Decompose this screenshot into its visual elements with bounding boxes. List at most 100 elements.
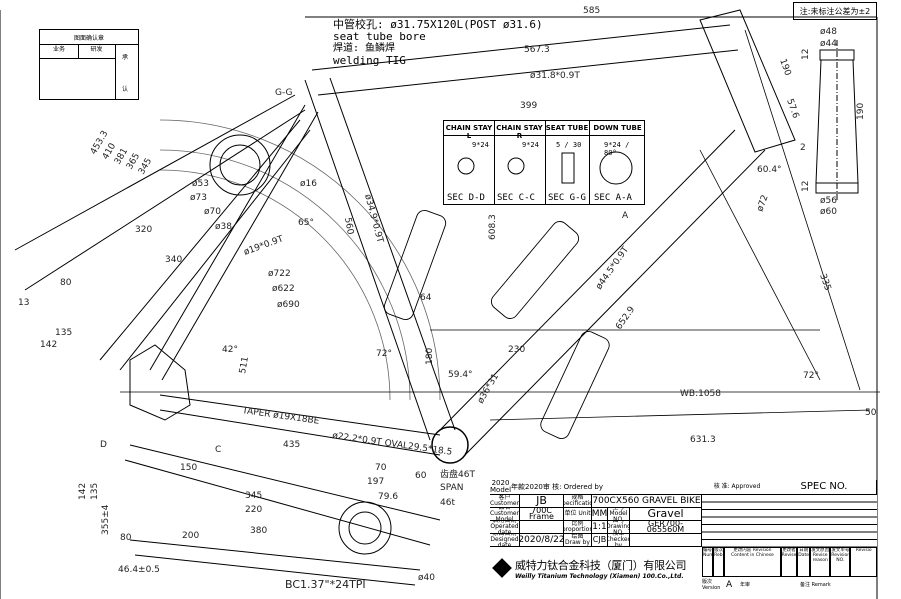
drawby-label: 绘图 Draw by	[564, 534, 592, 547]
dim-label: 320	[135, 225, 152, 235]
section-title: SEAT TUBE	[545, 124, 589, 132]
proportion-label: 比例 proportion	[564, 521, 592, 534]
section-label: SEC D-D	[447, 193, 485, 203]
unit-value: MM	[592, 508, 608, 521]
section-spec: 5 / 30	[556, 141, 582, 149]
customer-value: JB	[520, 495, 564, 508]
confirm-col-rnd: 研发	[78, 44, 116, 59]
spec-value: 700CX560 GRAVEL BIKE	[592, 495, 702, 508]
dim-label: 355±4	[101, 504, 111, 535]
remark-label: 备注 Remark	[800, 582, 831, 588]
dim-label: 72°	[803, 371, 819, 381]
version-value: A	[726, 579, 733, 590]
dim-label: 72°	[376, 349, 392, 359]
dim-label: ø38	[215, 222, 232, 232]
dim-label: ø72	[755, 194, 770, 213]
confirm-col-approve-1: 承	[122, 54, 129, 61]
dim-label: 齿盘46T	[440, 468, 475, 480]
dim-label: 142	[78, 483, 88, 500]
dim-label: 190	[777, 58, 792, 78]
rev-header: Revisio	[850, 547, 877, 577]
checked-value	[630, 534, 702, 547]
top-tube	[311, 24, 739, 96]
spec-no-label: SPEC NO.	[772, 480, 877, 495]
section-spec: 9*24	[522, 141, 539, 149]
dim-label: G-G	[275, 88, 293, 98]
title-block: 2020 Model 年款 2020 审 核: Ordered by 核 准: …	[490, 480, 877, 599]
product-value: 700C Frame	[520, 508, 564, 521]
dim-label: 560	[342, 217, 355, 236]
dim-label: 46.4±0.5	[118, 565, 160, 575]
dim-label: ø31.8*0.9T	[530, 71, 580, 81]
operated-label: 启用日期 Operated date	[490, 521, 520, 534]
model-year-value: 2020	[525, 482, 543, 491]
rev-header: 编号 Number	[702, 547, 714, 577]
dim-label: A	[622, 211, 629, 221]
dim-label: 585	[583, 6, 600, 16]
head-tube-length: 190	[856, 103, 866, 120]
dim-label: BC1.37"*24TPI	[285, 578, 366, 591]
spec-label: 规格 Specification	[564, 495, 592, 508]
version-label: 版次 Version	[702, 579, 721, 591]
ordered-by-label: 审 核: Ordered by	[542, 482, 603, 491]
rear-dropout	[129, 344, 191, 421]
dim-label: 567.3	[524, 45, 550, 55]
dim-label: ø690	[277, 300, 300, 310]
dim-label: 230	[508, 345, 525, 355]
version-row: 版次 Version A 年审 备注 Remark	[702, 577, 877, 593]
annual-label: 年审	[740, 582, 751, 588]
rev-header: 发文单号 Revision NO.	[830, 547, 851, 577]
dim-label: 435	[283, 440, 300, 450]
seat-tube-bore-note-cn: 中管校孔: ø31.75X120L(POST ø31.6)	[333, 18, 543, 31]
dim-label: 399	[520, 101, 537, 111]
head-tube-bottom-outer: ø60	[820, 207, 837, 217]
dim-label: 57.6	[784, 98, 800, 121]
dim-label: 335	[817, 273, 832, 293]
head-tube-detail	[815, 40, 859, 200]
wheel-arcs	[159, 119, 441, 401]
dim-label: 80	[60, 278, 72, 288]
rev-header: 版次 Rebuild	[713, 547, 725, 577]
section-profiles	[457, 151, 633, 185]
model-year-label: 2020 Model 年款 2020 审 核: Ordered by	[490, 480, 702, 495]
rev-header: 更改内容 Revision Content in Chinese	[724, 547, 781, 577]
dim-label: 135	[90, 483, 100, 500]
dim-label: 180	[425, 348, 435, 365]
seat-tube	[304, 77, 456, 441]
dim-label: 70	[375, 463, 387, 473]
revision-grid	[702, 495, 877, 548]
dim-label: ø53	[192, 179, 209, 189]
dim-label: ø622	[272, 284, 295, 294]
dim-label: ø36*31	[476, 372, 501, 406]
dim-label: 197	[367, 477, 384, 487]
dim-label: ø16	[300, 179, 317, 189]
head-tube-cup-top: 12	[801, 49, 811, 60]
section-label: SEC C-C	[497, 193, 535, 203]
dim-label: 608.3	[488, 214, 498, 240]
water-bottles	[383, 209, 610, 440]
rev-header: 日期 Date	[797, 547, 811, 577]
dim-label: 50	[865, 408, 877, 418]
section-title: CHAIN STAY L	[445, 124, 493, 140]
section-title: DOWN TUBE	[593, 124, 642, 132]
dim-label: WB:1058	[680, 389, 721, 399]
drawby-value: CJB	[592, 534, 608, 547]
company-logo-icon	[492, 558, 512, 578]
confirm-stamp-table: 图面确认章 业务 研发 承 认	[39, 29, 139, 100]
section-label: SEC A-A	[594, 193, 632, 203]
dim-label: 220	[245, 505, 262, 515]
dim-label: 79.6	[378, 492, 398, 502]
dim-label: 142	[40, 340, 57, 350]
proportion-value: 1:1	[592, 521, 608, 534]
dim-label: D	[100, 440, 107, 450]
dim-label: ø44.5*0.9T	[594, 245, 631, 292]
dim-label: 13	[18, 298, 29, 308]
dim-label: 150	[180, 463, 197, 473]
dim-label: 380	[250, 526, 267, 536]
rev-header: 发文原因 Revise reason	[810, 547, 831, 577]
chain-stay	[159, 394, 441, 456]
dim-label: ø73	[190, 193, 207, 203]
operated-value	[520, 521, 564, 534]
